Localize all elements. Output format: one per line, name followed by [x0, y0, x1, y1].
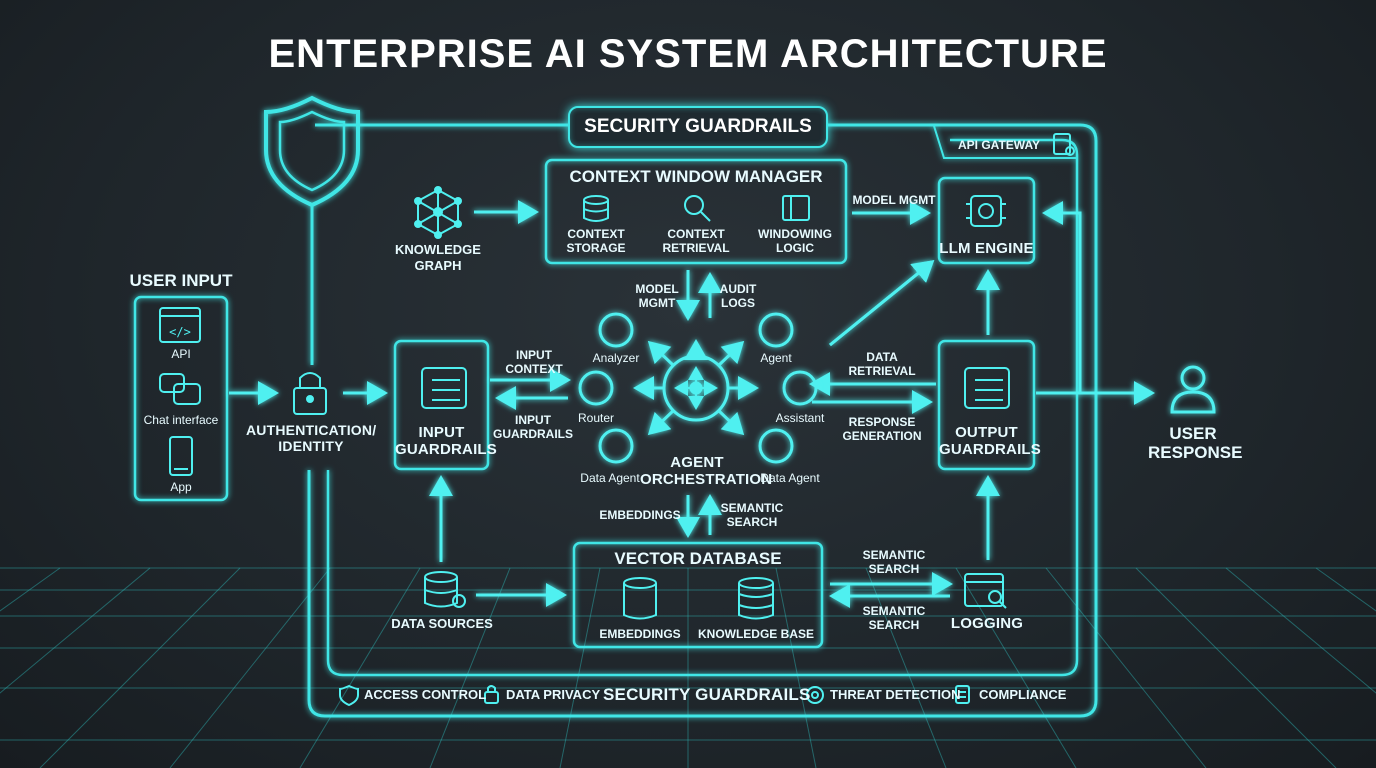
router-node-icon	[578, 370, 614, 406]
llm-engine-box	[937, 176, 1036, 265]
context-manager-title: CONTEXT WINDOW MANAGER	[569, 167, 823, 186]
context-storage-label: CONTEXT STORAGE	[566, 227, 626, 255]
output-filter-icon	[964, 367, 1010, 409]
footer-data-privacy: DATA PRIVACY	[506, 687, 601, 702]
output-guardrails-box	[937, 339, 1036, 471]
api-gateway-label: API GATEWAY	[958, 138, 1041, 152]
embeddings-icon	[623, 577, 657, 620]
assistant-node-icon	[782, 370, 818, 406]
data-sources-icon	[424, 571, 466, 608]
user-input-item-chat: Chat interface	[143, 413, 219, 427]
flow-embeddings: EMBEDDINGS	[599, 508, 681, 522]
user-input-item-api: API	[171, 347, 191, 361]
authentication-label: AUTHENTICATION/ IDENTITY	[246, 422, 377, 454]
vector-db-embeddings-label: EMBEDDINGS	[599, 627, 681, 641]
data-agent-left-icon	[598, 428, 634, 464]
outer-frame	[307, 123, 1098, 718]
lock-icon	[293, 372, 327, 415]
output-guardrails-label: OUTPUT GUARDRAILS	[939, 424, 1041, 458]
api-icon	[159, 307, 201, 343]
data-privacy-icon	[484, 685, 499, 704]
knowledge-graph-icon	[414, 186, 462, 239]
inner-frame	[326, 138, 1079, 677]
user-icon	[1170, 365, 1216, 414]
api-gateway-icon	[1053, 133, 1075, 156]
app-icon	[169, 436, 193, 476]
vector-db-title: VECTOR DATABASE	[614, 549, 782, 568]
database-icon	[583, 195, 609, 222]
logging-label: LOGGING	[950, 615, 1024, 632]
input-guardrails-box	[393, 339, 490, 471]
magnifier-icon	[684, 195, 711, 222]
context-manager-box	[544, 158, 848, 265]
knowledge-base-icon	[738, 577, 774, 620]
flow-audit-logs: AUDIT LOGS	[719, 282, 757, 310]
user-response-label: USER RESPONSE	[1148, 424, 1243, 462]
context-retrieval-label: CONTEXT RETRIEVAL	[662, 227, 730, 255]
llm-engine-label: LLM ENGINE	[939, 240, 1034, 257]
vector-db-box	[572, 541, 824, 649]
data-sources-label: DATA SOURCES	[391, 616, 493, 631]
flow-input-guardrails: INPUT GUARDRAILS	[493, 413, 573, 441]
node-assistant-label: Assistant	[775, 411, 825, 425]
flow-data-retrieval: DATA RETRIEVAL	[848, 350, 916, 378]
window-icon	[782, 195, 810, 221]
threat-detection-icon	[806, 686, 824, 704]
flow-input-context: INPUT CONTEXT	[505, 348, 563, 376]
node-router-label: Router	[577, 411, 615, 425]
node-data-agent-right-label: Data Agent	[760, 471, 820, 485]
user-input-box	[133, 295, 229, 502]
node-data-agent-left-label: Data Agent	[580, 471, 640, 485]
vector-db-knowledge-base-label: KNOWLEDGE BASE	[697, 627, 814, 641]
floor-grid	[0, 567, 1376, 768]
flow-semantic-search-in: SEMANTIC SEARCH	[862, 604, 926, 632]
access-control-icon	[339, 684, 359, 707]
flow-semantic-search: SEMANTIC SEARCH	[720, 501, 784, 529]
input-filter-icon	[421, 367, 467, 409]
user-input-title: USER INPUT	[129, 271, 233, 290]
flow-semantic-search-out: SEMANTIC SEARCH	[862, 548, 926, 576]
node-agent-label: Agent	[760, 351, 792, 365]
user-input-item-app: App	[170, 480, 192, 494]
model-mgmt-top-label: MODEL MGMT	[852, 193, 936, 207]
analyzer-node-icon	[598, 312, 634, 348]
node-analyzer-label: Analyzer	[592, 351, 640, 365]
footer-compliance: COMPLIANCE	[979, 687, 1067, 702]
footer-threat-detection: THREAT DETECTION	[830, 687, 961, 702]
data-agent-right-icon	[758, 428, 794, 464]
security-guardrails-header: SECURITY GUARDRAILS	[568, 106, 828, 148]
page-title: ENTERPRISE AI SYSTEM ARCHITECTURE	[268, 32, 1108, 76]
flow-response-generation: RESPONSE GENERATION	[842, 415, 922, 443]
svg-text:</>: </>	[169, 325, 191, 339]
orchestration-title: AGENT ORCHESTRATION	[640, 454, 773, 488]
flow-model-mgmt: MODEL MGMT	[635, 282, 679, 310]
footer-access-control: ACCESS CONTROL	[364, 687, 487, 702]
agent-node-icon	[758, 312, 794, 348]
llm-chip-icon	[966, 195, 1006, 227]
knowledge-graph-label: KNOWLEDGE GRAPH	[395, 242, 481, 273]
footer-security-guardrails: SECURITY GUARDRAILS	[603, 685, 811, 704]
compliance-icon	[955, 685, 970, 704]
security-guardrails-header-label: SECURITY GUARDRAILS	[584, 116, 812, 137]
input-guardrails-label: INPUT GUARDRAILS	[395, 424, 497, 458]
windowing-logic-label: WINDOWING LOGIC	[758, 227, 832, 255]
logging-icon	[964, 573, 1007, 609]
